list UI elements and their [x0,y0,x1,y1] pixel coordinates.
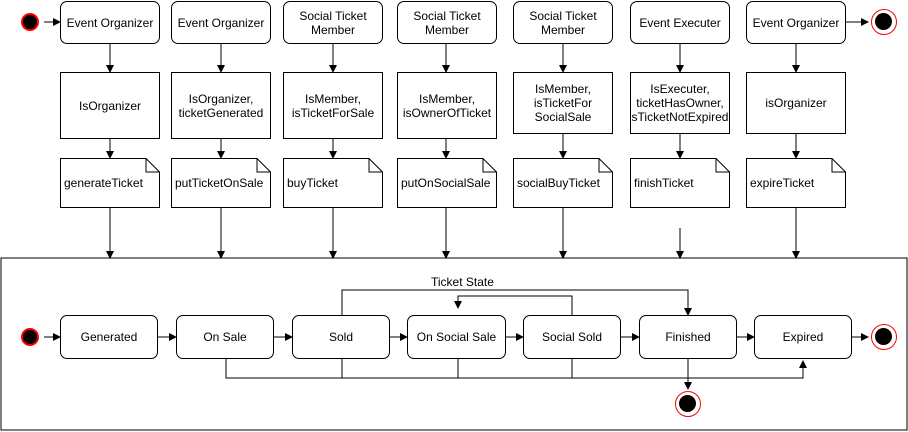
end-node-states [871,324,897,350]
note-shape [746,158,846,208]
condition-ticket-generated: IsOrganizer, ticketGenerated [171,72,271,139]
actor-social-ticket-member-1: Social Ticket Member [283,1,383,44]
end-node-top [871,9,897,35]
actor-social-ticket-member-2: Social Ticket Member [397,1,497,44]
note-shape [513,158,613,208]
state-machine-title: Ticket State [431,275,494,289]
route-onsale-to-expired [225,359,807,379]
state-on-sale: On Sale [176,315,274,359]
loop-sold-to-finished [341,289,692,316]
action-label: putOnSocialSale [401,176,491,190]
action-label: buyTicket [287,176,338,190]
note-shape [60,158,160,208]
action-label: generateTicket [64,176,143,190]
start-node-top [21,13,39,31]
action-buy-ticket: buyTicket [283,158,383,208]
actor-event-organizer-2: Event Organizer [171,1,271,44]
condition-ticket-for-social-sale: IsMember, isTicketFor SocialSale [513,72,613,134]
actor-social-ticket-member-3: Social Ticket Member [513,1,613,44]
condition-ticket-for-sale: IsMember, isTicketForSale [283,72,383,139]
action-generate-ticket: generateTicket [60,158,160,208]
note-shape [283,158,383,208]
action-put-on-social-sale: putOnSocialSale [397,158,497,208]
state-machine-frame [0,257,908,431]
end-node-bottom [675,391,701,417]
note-shape [630,158,730,208]
action-social-buy-ticket: socialBuyTicket [513,158,613,208]
action-label: finishTicket [634,176,694,190]
condition-is-organizer: IsOrganizer [60,72,160,139]
note-shape [397,158,497,208]
action-expire-ticket: expireTicket [746,158,846,208]
start-node-states [21,328,39,346]
state-sold: Sold [292,315,390,359]
condition-owner-of-ticket: IsMember, isOwnerOfTicket [397,72,497,139]
condition-is-organizer-expire: isOrganizer [746,72,846,134]
actor-event-organizer-1: Event Organizer [60,1,160,44]
action-label: expireTicket [750,176,815,190]
actor-event-organizer-3: Event Organizer [746,1,846,44]
action-finish-ticket: finishTicket [630,158,730,208]
actor-event-executer: Event Executer [630,1,730,44]
state-on-social-sale: On Social Sale [407,315,506,359]
column-arrows [106,44,800,259]
condition-ticket-not-expired: IsExecuter, ticketHasOwner, sTicketNotEx… [630,72,730,134]
state-generated: Generated [60,315,158,359]
state-expired: Expired [754,315,852,359]
action-label: socialBuyTicket [517,176,600,190]
note-shape [171,158,271,208]
action-label: putTicketOnSale [175,176,264,190]
route-onsocialsale-down [457,359,688,379]
state-social-sold: Social Sold [523,315,621,359]
action-put-ticket-on-sale: putTicketOnSale [171,158,271,208]
state-finished: Finished [639,315,737,359]
loop-social-sold-to-sold [454,295,573,315]
